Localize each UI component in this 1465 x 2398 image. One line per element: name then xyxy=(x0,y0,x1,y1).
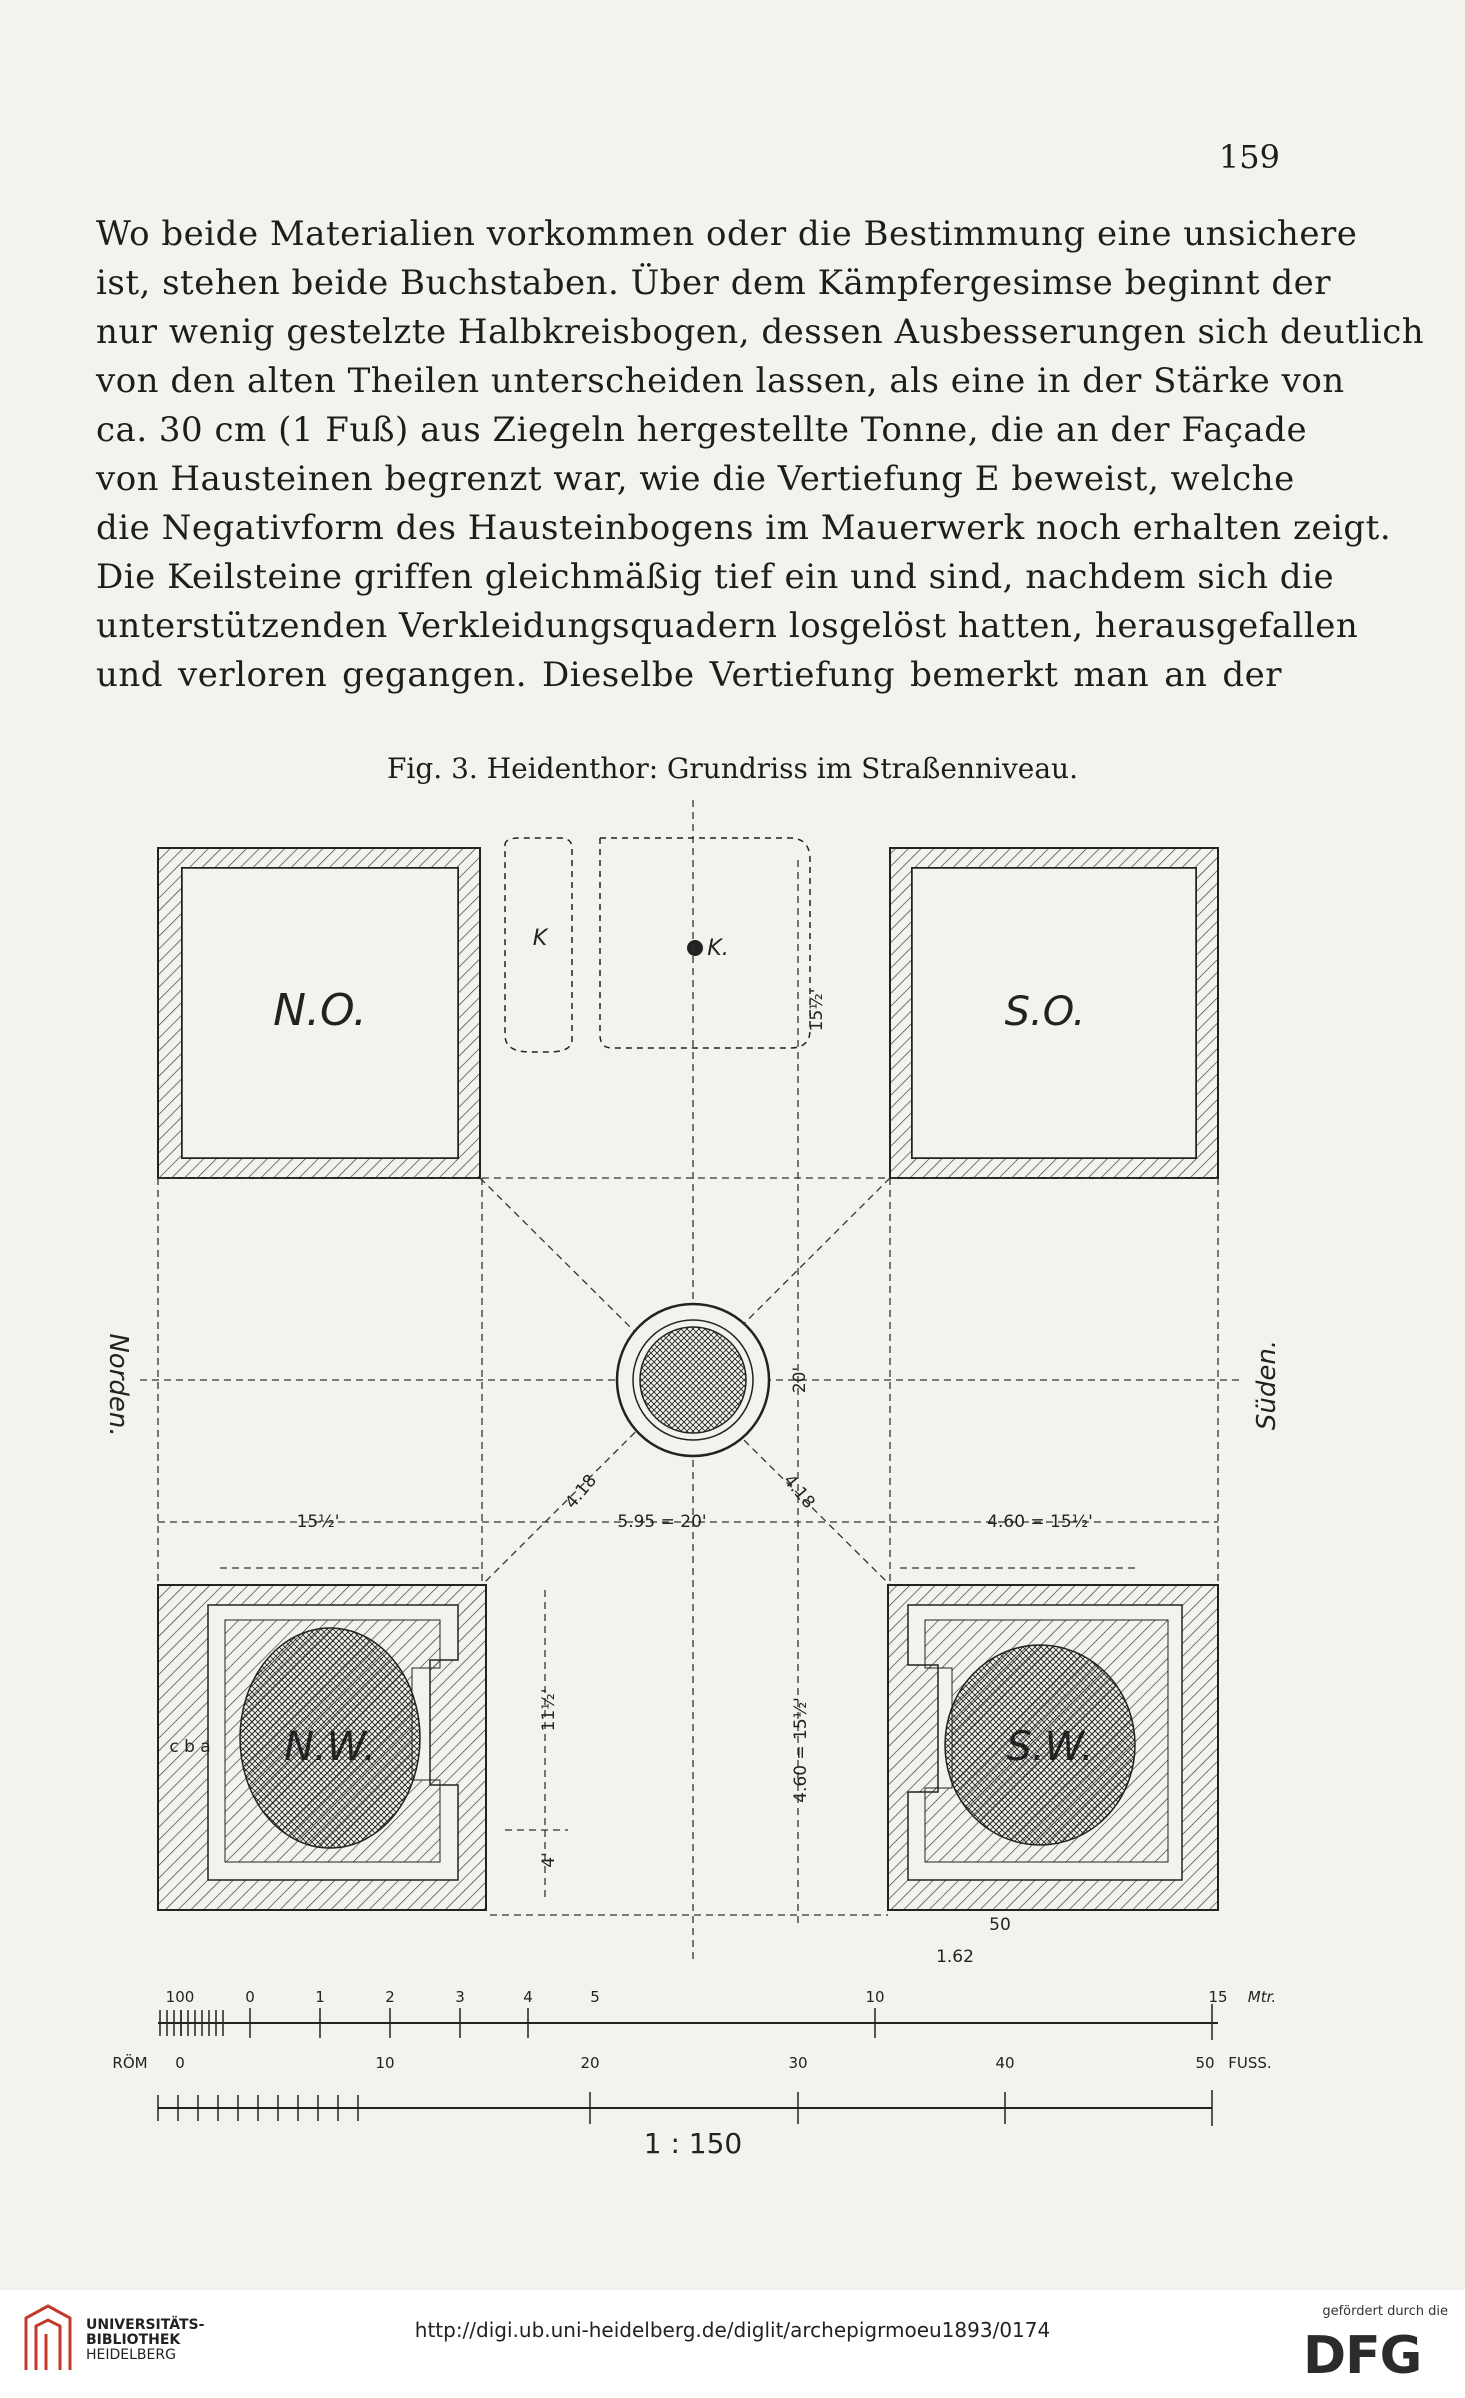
pier-label-nw: N.W. xyxy=(284,1724,376,1770)
library-line-2: BIBLIOTHEK xyxy=(86,2332,181,2348)
dim-side-marks: c b a xyxy=(169,1737,210,1757)
roman-scale-label: 40 xyxy=(995,2054,1014,2072)
footer-url-link[interactable]: http://digi.ub.uni-heidelberg.de/diglit/… xyxy=(414,2318,1051,2342)
text-line: die Negativform des Hausteinbogens im Ma… xyxy=(96,508,1392,548)
dim-left-span: 15½' xyxy=(297,1512,340,1532)
text-line: unterstützenden Verkleidungsquadern losg… xyxy=(96,606,1359,646)
dim-pier-vert-2: 4' xyxy=(539,1852,559,1868)
text-line: nur wenig gestelzte Halbkreisbogen, dess… xyxy=(96,312,1425,352)
pier-north-west xyxy=(157,1584,487,1911)
text-line: von Hausteinen begrenzt war, wie die Ver… xyxy=(96,459,1295,499)
pier-south-east xyxy=(889,847,1219,1179)
roman-scale-label: 10 xyxy=(375,2054,394,2072)
library-name: UNIVERSITÄTS- BIBLIOTHEK HEIDELBERG xyxy=(86,2318,204,2363)
library-line-3: HEIDELBERG xyxy=(86,2347,176,2363)
text-line: und verloren gegangen. Dieselbe Vertiefu… xyxy=(96,655,1282,695)
dim-pier-vert-1: 11½' xyxy=(539,1689,559,1732)
k-label-right: K. xyxy=(707,936,728,961)
roman-scale-label: 0 xyxy=(175,2054,185,2072)
label-sueden: Süden. xyxy=(1252,1340,1282,1430)
dim-top-inner: 15½' xyxy=(807,989,827,1032)
dim-right-span: 4.60 = 15½' xyxy=(987,1512,1093,1532)
metric-scale-unit: Mtr. xyxy=(1248,1988,1276,2006)
figure-caption: Fig. 3. Heidenthor: Grundriss im Straßen… xyxy=(386,752,1078,785)
label-norden: Norden. xyxy=(103,1333,133,1436)
roman-scale-label: 50 xyxy=(1195,2054,1214,2072)
scale-bar-metric: 100 0 1 2 3 4 5 10 15 Mtr. xyxy=(158,1988,1276,2040)
roman-scale-label: 20 xyxy=(580,2054,599,2072)
pier-label-so: S.O. xyxy=(1005,989,1086,1035)
pier-north-east xyxy=(157,847,481,1179)
k-chambers xyxy=(504,837,811,1053)
roman-scale-label: 30 xyxy=(788,2054,807,2072)
metric-scale-label: 15 xyxy=(1208,1988,1227,2006)
library-logo-icon xyxy=(24,2304,72,2370)
metric-scale-label: 100 xyxy=(166,1988,195,2006)
dim-diag-right: 4.18 xyxy=(779,1471,819,1513)
metric-scale-label: 1 xyxy=(315,1988,325,2006)
dim-bottom-small: 50 xyxy=(989,1915,1011,1935)
dfg-logo: DFG xyxy=(1303,2326,1422,2386)
text-line: ist, stehen beide Buchstaben. Über dem K… xyxy=(96,263,1332,303)
dim-vertical-center: 20' xyxy=(790,1367,810,1393)
dim-diag-left: 4.18 xyxy=(561,1471,601,1513)
dim-bottom-span: 1.62 xyxy=(936,1947,974,1967)
scale-ratio: 1 : 150 xyxy=(644,2127,743,2160)
page-number: 159 xyxy=(1218,138,1280,176)
k-mark-dot xyxy=(687,940,703,956)
central-column xyxy=(615,1302,771,1458)
body-text: Wo beide Materialien vorkommen oder die … xyxy=(96,210,1425,700)
library-line-1: UNIVERSITÄTS- xyxy=(86,2317,205,2333)
metric-scale-label: 4 xyxy=(523,1988,533,2006)
metric-scale-label: 5 xyxy=(590,1988,600,2006)
dim-center-span: 5.95 = 20' xyxy=(617,1512,706,1532)
text-line: Die Keilsteine griffen gleichmäßig tief … xyxy=(96,557,1335,597)
pier-label-no: N.O. xyxy=(273,985,367,1036)
roman-scale-unit: FUSS. xyxy=(1228,2054,1271,2072)
metric-scale-label: 10 xyxy=(865,1988,884,2006)
footer-bar xyxy=(0,2290,1465,2398)
text-line: Wo beide Materialien vorkommen oder die … xyxy=(96,214,1358,254)
pier-south-west xyxy=(887,1584,1219,1911)
k-label-left: K xyxy=(533,926,549,951)
scale-bar-roman: RÖM 0 10 20 30 40 50 FUSS. xyxy=(112,2053,1272,2126)
dim-pier-vert-3: 4.60 = 15½' xyxy=(791,1697,811,1803)
metric-scale-label: 3 xyxy=(455,1988,465,2006)
roman-scale-prefix: RÖM xyxy=(112,2053,147,2072)
metric-scale-label: 0 xyxy=(245,1988,255,2006)
text-line: ca. 30 cm (1 Fuß) aus Ziegeln hergestell… xyxy=(96,410,1308,450)
metric-scale-label: 2 xyxy=(385,1988,395,2006)
text-line: von den alten Theilen unterscheiden lass… xyxy=(96,361,1345,401)
pier-label-sw: S.W. xyxy=(1006,1724,1093,1770)
funded-by-note: gefördert durch die xyxy=(1322,2304,1448,2319)
